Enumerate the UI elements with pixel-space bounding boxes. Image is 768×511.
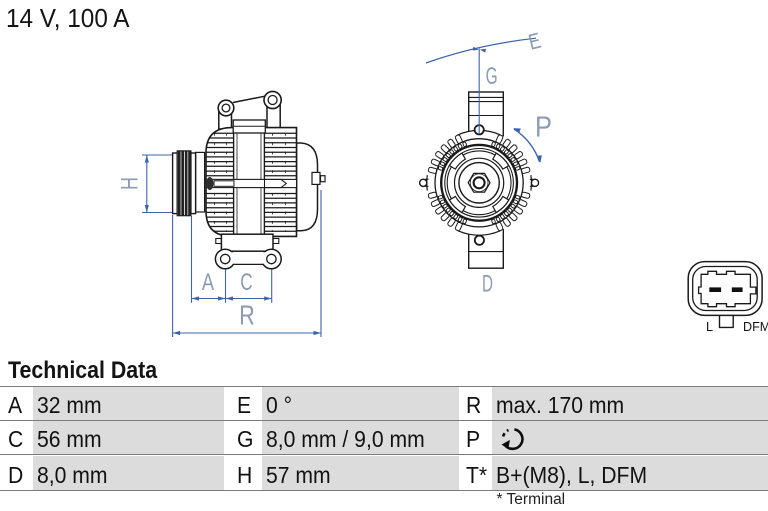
svg-text:L: L xyxy=(706,320,713,334)
svg-text:H: H xyxy=(117,177,144,190)
svg-text:R: R xyxy=(239,300,255,331)
svg-text:D: D xyxy=(482,271,493,298)
svg-text:G: G xyxy=(486,63,498,90)
svg-text:E: E xyxy=(526,28,543,55)
svg-text:P: P xyxy=(535,112,552,144)
svg-text:DFM: DFM xyxy=(743,320,768,334)
svg-text:C: C xyxy=(240,269,252,296)
svg-text:A: A xyxy=(202,269,214,296)
